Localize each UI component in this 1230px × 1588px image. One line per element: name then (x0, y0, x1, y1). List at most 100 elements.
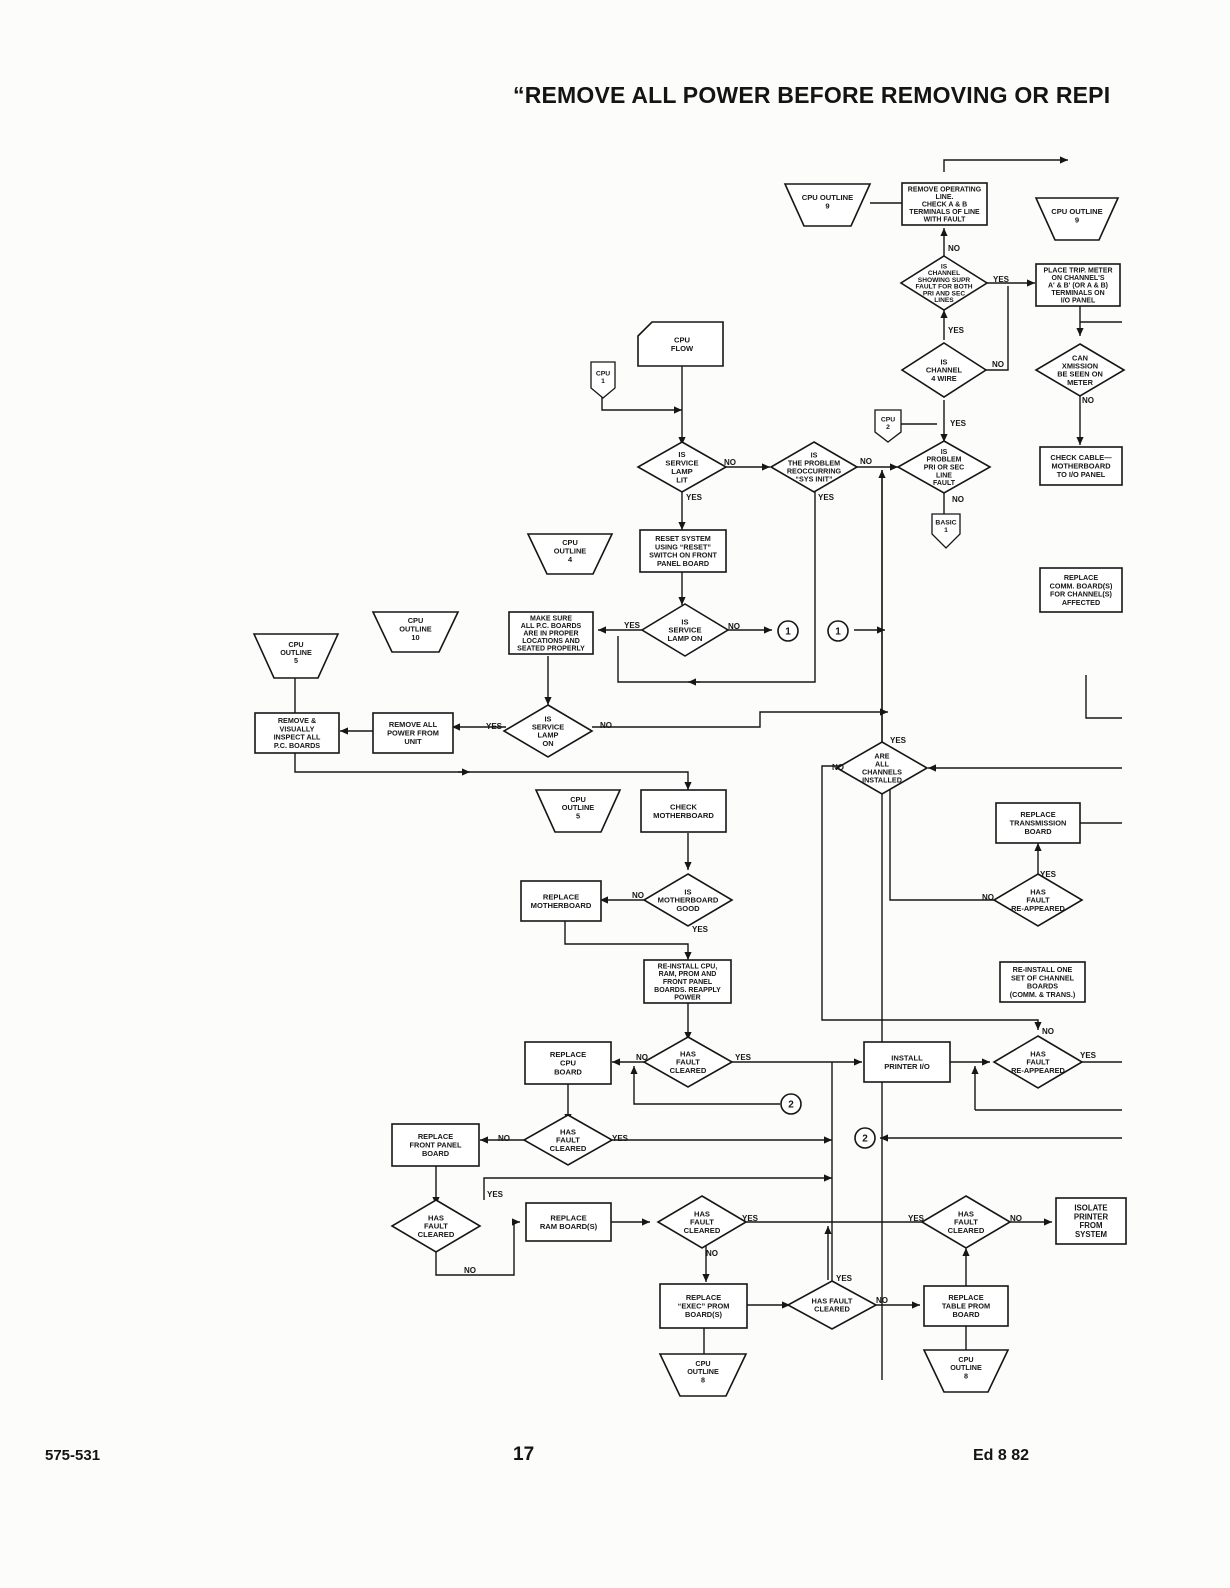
process-text-check_motherboard-line: MOTHERBOARD (653, 811, 714, 820)
no-label: NO (1042, 1027, 1054, 1036)
arrowhead (642, 1218, 650, 1226)
arrowhead (824, 1174, 832, 1182)
process-text-isolate_printer-line: ISOLATE (1074, 1204, 1107, 1213)
decision-text-fault_cleared_3-line: FAULT (424, 1222, 448, 1231)
arrowhead (1076, 328, 1084, 336)
decision-text-channel_showing_supr-line: IS (941, 263, 948, 270)
process-text-make_sure-line: ARE IN PROPER (523, 630, 578, 637)
process-text-isolate_printer-line: SYSTEM (1075, 1230, 1107, 1239)
process-text-remove_visually-line: P.C. BOARDS (274, 741, 320, 750)
no-label: NO (952, 495, 964, 504)
process-text-place_trip_meter-line: TERMINALS ON (1051, 290, 1104, 297)
decision-text-can_xmission-line: CAN (1072, 353, 1088, 362)
connector-circle-1-in-number: 1 (835, 627, 841, 638)
arrowhead (928, 764, 936, 772)
decision-text-channel_showing_supr-line: SHOWING SUPR (918, 277, 971, 284)
flow-line (889, 790, 995, 901)
process-box-replace_comm_boards (1039, 567, 1123, 613)
offpage-text-cpu_outline_9_a-line: 9 (825, 202, 829, 211)
process-box-replace_transmission (995, 802, 1081, 844)
process-text-install_printer-line: PRINTER I/O (884, 1062, 930, 1071)
decision-text-channel_showing_supr-line: FAULT FOR BOTH (915, 284, 972, 291)
decision-text-fault_cleared_2-line: HAS (560, 1127, 576, 1136)
no-label: NO (724, 458, 736, 467)
arrowhead (1027, 279, 1035, 287)
flow-line (943, 159, 1068, 172)
no-label: NO (992, 360, 1004, 369)
arrowhead (684, 862, 692, 870)
decision-text-fault_cleared_1-line: FAULT (676, 1058, 700, 1067)
process-box-remove_operating_line (901, 182, 988, 226)
arrowhead (340, 727, 348, 735)
process-box-check_motherboard (640, 789, 727, 833)
decision-channel_4wire (900, 342, 988, 398)
decision-text-channel_4wire-line: 4 WIRE (931, 374, 957, 383)
terminal-text-cpu-flow-line: FLOW (671, 344, 694, 353)
process-text-reinstall_cpu-line: BOARDS. REAPPLY (654, 987, 721, 994)
process-text-make_sure-line: SEATED PROPERLY (517, 646, 585, 653)
page-number: 17 (513, 1444, 535, 1465)
process-text-replace_front_panel-line: BOARD (422, 1149, 450, 1158)
decision-text-motherboard_good-line: IS (684, 887, 691, 896)
arrowhead (1076, 437, 1084, 445)
decision-text-fault_cleared_6-line: HAS FAULT (812, 1296, 853, 1305)
arrowhead (480, 1136, 488, 1144)
offpage-text-cpu_outline_5_a-line: OUTLINE (280, 648, 312, 657)
no-label: NO (498, 1134, 510, 1143)
yes-label: YES (993, 275, 1010, 284)
decision-can_xmission (1034, 343, 1126, 397)
arrowhead (678, 522, 686, 530)
yes-label: YES (742, 1214, 759, 1223)
arrowhead (1060, 156, 1068, 164)
terminal-text-cpu-flow-line: CPU (674, 335, 691, 344)
decision-fault_cleared_1 (642, 1036, 734, 1088)
process-box-replace_motherboard (520, 880, 602, 922)
yes-label: YES (948, 326, 965, 335)
process-text-reinstall_cpu-line: RAM, PROM AND (659, 971, 717, 978)
process-text-replace_ram-line: REPLACE (550, 1213, 586, 1222)
decision-text-fault_cleared_5-line: FAULT (954, 1218, 978, 1227)
process-box-reinstall_cpu (643, 959, 732, 1004)
process-text-remove_operating_line-line: CHECK A & B (922, 201, 967, 208)
arrowhead (678, 597, 686, 605)
decision-text-problem_reoccurring-line: THE PROBLEM (788, 459, 840, 468)
process-text-install_printer-line: INSTALL (891, 1053, 923, 1062)
yes-label: YES (692, 925, 709, 934)
arrowhead (877, 626, 885, 634)
connector-cpu_1 (590, 361, 616, 399)
decision-text-channel_4wire-line: IS (941, 357, 948, 366)
process-text-check_motherboard-line: CHECK (670, 802, 698, 811)
decision-text-fault_cleared_4-line: CLEARED (684, 1226, 721, 1235)
offpage-cpu_outline_9_b (1034, 197, 1120, 241)
arrowhead (598, 626, 606, 634)
process-text-remove_all_power-line: REMOVE ALL (389, 720, 438, 729)
arrowhead (940, 228, 948, 236)
decision-text-problem_reoccurring-line: REOCCURRING (787, 467, 842, 476)
process-text-replace_cpu_board-line: CPU (560, 1059, 577, 1068)
process-text-isolate_printer-line: FROM (1080, 1221, 1103, 1230)
arrowhead (940, 310, 948, 318)
flow-line (633, 1066, 780, 1105)
arrowhead (452, 723, 460, 731)
process-box-remove_visually (254, 712, 340, 754)
connector-basic_1 (931, 513, 961, 549)
offpage-text-cpu_outline_8_b-line: 8 (964, 1371, 968, 1380)
arrowhead (600, 896, 608, 904)
process-text-reset_system-line: RESET SYSTEM (655, 534, 711, 543)
process-text-make_sure-line: LOCATIONS AND (522, 638, 580, 645)
flow-line (294, 752, 689, 790)
arrowhead (688, 678, 696, 686)
yes-label: YES (818, 493, 835, 502)
decision-fault_cleared_5 (920, 1195, 1012, 1249)
decision-fault_cleared_6 (786, 1280, 878, 1330)
flow-line (483, 1177, 832, 1200)
